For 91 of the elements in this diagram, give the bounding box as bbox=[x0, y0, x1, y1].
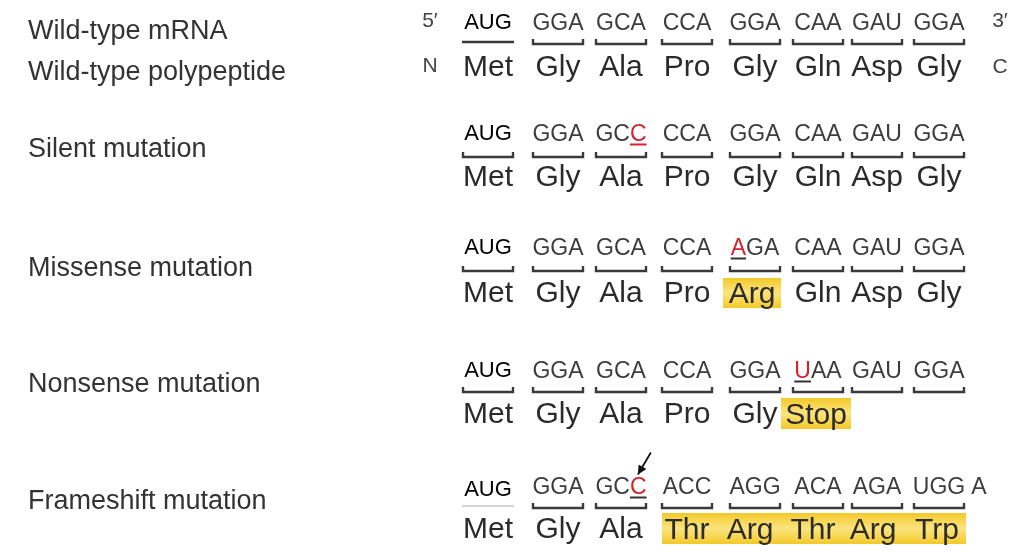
codon: CAA bbox=[794, 10, 842, 34]
codon: UAA bbox=[794, 358, 842, 382]
codon: ACC bbox=[662, 474, 712, 498]
codon: AGA bbox=[730, 235, 780, 259]
codon: GGA bbox=[532, 121, 584, 145]
arrow bbox=[636, 451, 652, 476]
codon: GGA bbox=[729, 121, 781, 145]
codon: CCA bbox=[662, 235, 712, 259]
amino-acid: Arg bbox=[726, 511, 774, 546]
amino-acid: Stop bbox=[785, 396, 847, 431]
amino-acid: Thr bbox=[664, 511, 710, 546]
amino-acid: Gly bbox=[535, 48, 581, 84]
amino-acid: Gly bbox=[916, 48, 962, 84]
codon: GGA bbox=[532, 10, 584, 34]
amino-acid: Met bbox=[463, 274, 513, 310]
amino-acid: Gly bbox=[732, 395, 778, 431]
codon: GCC bbox=[595, 474, 647, 498]
row-label: Wild-type mRNA bbox=[28, 13, 228, 47]
codon: AUG bbox=[464, 359, 512, 381]
amino-acid: Asp bbox=[851, 48, 903, 84]
row-label: Wild-type polypeptide bbox=[28, 54, 287, 88]
amino-acid: Gly bbox=[535, 395, 581, 431]
amino-acid: Ala bbox=[599, 158, 643, 194]
codon: GCC bbox=[595, 121, 647, 145]
amino-acid: Pro bbox=[663, 274, 711, 310]
amino-acid: Gly bbox=[535, 158, 581, 194]
row-label: Nonsense mutation bbox=[28, 366, 261, 400]
amino-acid: Gly bbox=[916, 274, 962, 310]
amino-acid: Gly bbox=[732, 48, 778, 84]
highlight bbox=[662, 513, 966, 544]
amino-acid: Trp bbox=[915, 511, 959, 546]
amino-acid: Asp bbox=[851, 274, 903, 310]
row-label: Silent mutation bbox=[28, 131, 207, 165]
amino-acid: Gln bbox=[794, 48, 842, 84]
amino-acid: Gly bbox=[535, 274, 581, 310]
amino-acid: Arg bbox=[849, 511, 897, 546]
codon: GGA bbox=[729, 10, 781, 34]
terminus-label: 3′ bbox=[992, 8, 1008, 32]
codon: GAU bbox=[852, 10, 902, 34]
codon: GCA bbox=[596, 235, 646, 259]
terminus-label: C bbox=[992, 54, 1008, 78]
codon: CAA bbox=[794, 121, 842, 145]
amino-acid: Ala bbox=[599, 395, 643, 431]
codon: AGG bbox=[729, 474, 781, 498]
amino-acid: Pro bbox=[663, 48, 711, 84]
codon: CCA bbox=[662, 121, 712, 145]
codon: AUG bbox=[464, 236, 512, 258]
codon: AUG bbox=[464, 11, 512, 33]
amino-acid: Met bbox=[463, 510, 513, 546]
amino-acid: Ala bbox=[599, 510, 643, 546]
amino-acid: Met bbox=[463, 48, 513, 84]
codon: GCA bbox=[596, 358, 646, 382]
codon: GGA bbox=[913, 358, 965, 382]
codon: CCA bbox=[662, 10, 712, 34]
amino-acid: Arg bbox=[728, 275, 776, 311]
codon: AUG bbox=[464, 478, 512, 500]
codon: GGA bbox=[532, 358, 584, 382]
amino-acid: Asp bbox=[851, 158, 903, 194]
codon: GGA bbox=[532, 235, 584, 259]
terminus-label: 5′ bbox=[422, 8, 438, 32]
codon: AGA bbox=[852, 474, 902, 498]
codon: GGA bbox=[913, 10, 965, 34]
amino-acid: Gly bbox=[732, 158, 778, 194]
codon: GAU bbox=[852, 235, 902, 259]
codon: CAA bbox=[794, 235, 842, 259]
terminus-label: N bbox=[422, 53, 438, 77]
amino-acid: Pro bbox=[663, 395, 711, 431]
codon: GCA bbox=[596, 10, 646, 34]
codon: ACA bbox=[794, 474, 842, 498]
amino-acid: Met bbox=[463, 158, 513, 194]
codon: A bbox=[971, 474, 987, 498]
amino-acid: Ala bbox=[599, 48, 643, 84]
codon: CCA bbox=[662, 358, 712, 382]
codon: GGA bbox=[913, 121, 965, 145]
amino-acid: Gly bbox=[535, 510, 581, 546]
codon: GAU bbox=[852, 121, 902, 145]
amino-acid: Met bbox=[463, 395, 513, 431]
codon: AUG bbox=[464, 122, 512, 144]
row-label: Frameshift mutation bbox=[28, 483, 267, 517]
codon: GGA bbox=[532, 474, 584, 498]
amino-acid: Gln bbox=[794, 274, 842, 310]
amino-acid: Pro bbox=[663, 158, 711, 194]
codon: GAU bbox=[852, 358, 902, 382]
codon: GGA bbox=[729, 358, 781, 382]
amino-acid: Gly bbox=[916, 158, 962, 194]
codon: GGA bbox=[913, 235, 965, 259]
row-label: Missense mutation bbox=[28, 250, 254, 284]
amino-acid: Thr bbox=[790, 511, 836, 546]
amino-acid: Ala bbox=[599, 274, 643, 310]
codon: UGG bbox=[912, 474, 966, 498]
amino-acid: Gln bbox=[794, 158, 842, 194]
